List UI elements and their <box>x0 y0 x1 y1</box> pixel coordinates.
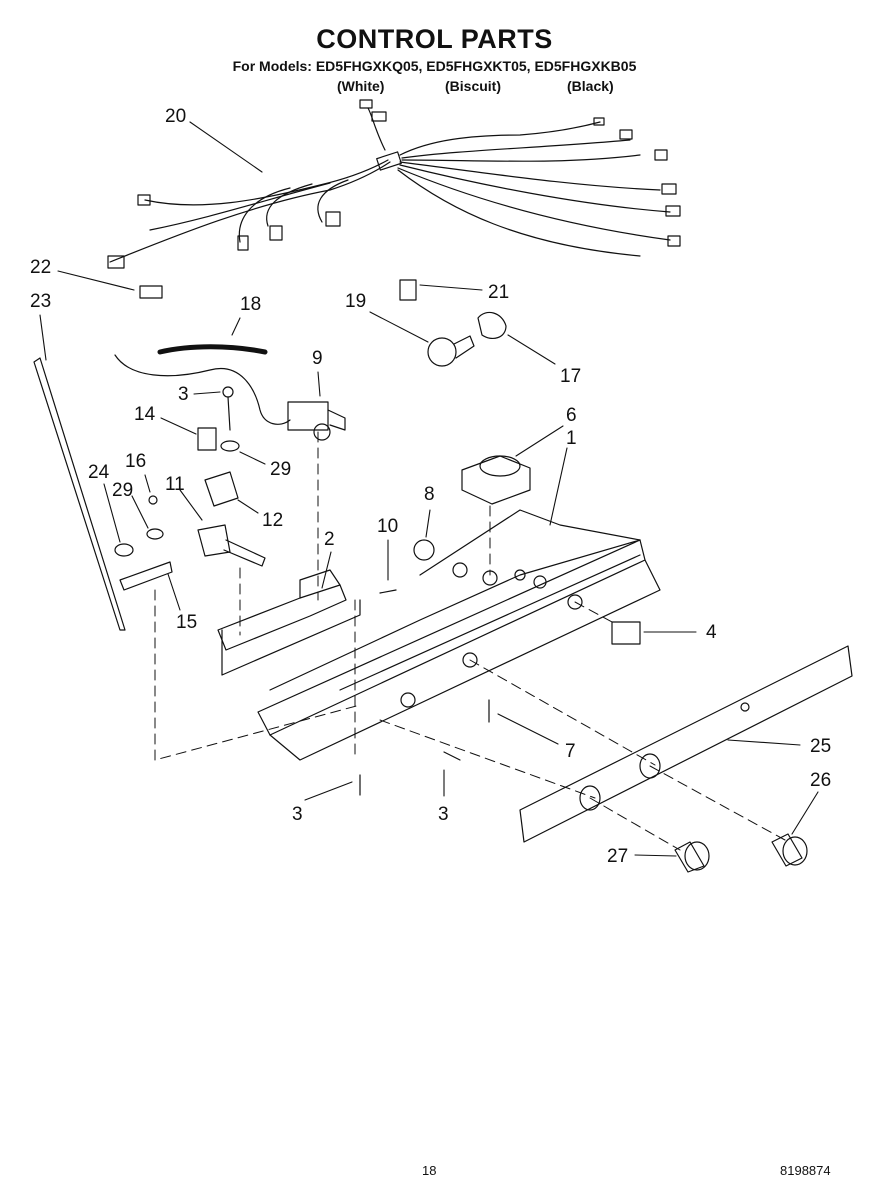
page-number: 18 <box>422 1163 437 1178</box>
screw-part <box>443 751 461 761</box>
defrost-timer-part <box>461 455 531 505</box>
mounting-bracket-part <box>217 584 347 651</box>
bracket-part <box>399 279 417 301</box>
screw-part <box>222 386 234 398</box>
washer-part <box>146 528 164 540</box>
models-line: For Models: ED5FHGXKQ05, ED5FHGXKT05, ED… <box>232 58 637 74</box>
callout-29-right: 29 <box>270 459 291 480</box>
washer-part <box>114 543 134 557</box>
variant-black-label: (Black) <box>567 78 614 94</box>
tube-part <box>157 344 268 355</box>
bracket-small-part <box>197 427 217 451</box>
callout-1: 1 <box>566 428 577 449</box>
clip-part <box>139 285 163 299</box>
page-title: CONTROL PARTS <box>316 24 553 54</box>
callout-10: 10 <box>377 516 398 537</box>
knob-part <box>674 841 710 873</box>
callout-14: 14 <box>134 404 156 425</box>
cam-bracket-part <box>204 471 239 507</box>
callout-24: 24 <box>88 462 110 483</box>
callout-11: 11 <box>165 474 185 495</box>
callout-17: 17 <box>560 366 581 387</box>
callout-15: 15 <box>176 612 197 633</box>
document-number: 8198874 <box>780 1163 831 1178</box>
callout-29-left: 29 <box>112 480 133 501</box>
callout-27: 27 <box>607 846 628 867</box>
thermostat-part <box>114 354 346 441</box>
screw-part <box>379 589 397 594</box>
callout-3-left: 3 <box>292 804 303 825</box>
callout-26: 26 <box>810 770 831 791</box>
callout-3-right: 3 <box>438 804 449 825</box>
control-housing-part <box>221 509 661 761</box>
switch-part <box>611 621 641 645</box>
callout-16: 16 <box>125 451 146 472</box>
lever-part <box>119 561 173 591</box>
washer-part <box>220 440 240 452</box>
callout-9: 9 <box>312 348 323 369</box>
wire-harness-part <box>107 99 681 269</box>
callout-19: 19 <box>345 291 366 312</box>
screw-part <box>148 495 158 505</box>
callout-12: 12 <box>262 510 283 531</box>
variant-biscuit-label: (Biscuit) <box>445 78 501 94</box>
callout-20: 20 <box>165 106 186 127</box>
callout-2: 2 <box>324 529 335 550</box>
grommet-part <box>413 539 435 561</box>
callout-25: 25 <box>810 736 831 757</box>
callout-8: 8 <box>424 484 435 505</box>
light-bulb-part <box>427 335 475 367</box>
callout-22: 22 <box>30 257 51 278</box>
callout-7: 7 <box>565 741 576 762</box>
callout-4: 4 <box>706 622 717 643</box>
knob-part <box>771 833 808 867</box>
callout-21: 21 <box>488 282 509 303</box>
lamp-socket-part <box>477 311 507 339</box>
control-rod-part <box>33 357 126 631</box>
callout-18: 18 <box>240 294 261 315</box>
callout-3-top: 3 <box>178 384 189 405</box>
control-panel-part <box>519 645 853 843</box>
shaft-part <box>197 524 266 567</box>
variant-white-label: (White) <box>337 78 385 94</box>
callout-6: 6 <box>566 405 577 426</box>
callout-23: 23 <box>30 291 51 312</box>
